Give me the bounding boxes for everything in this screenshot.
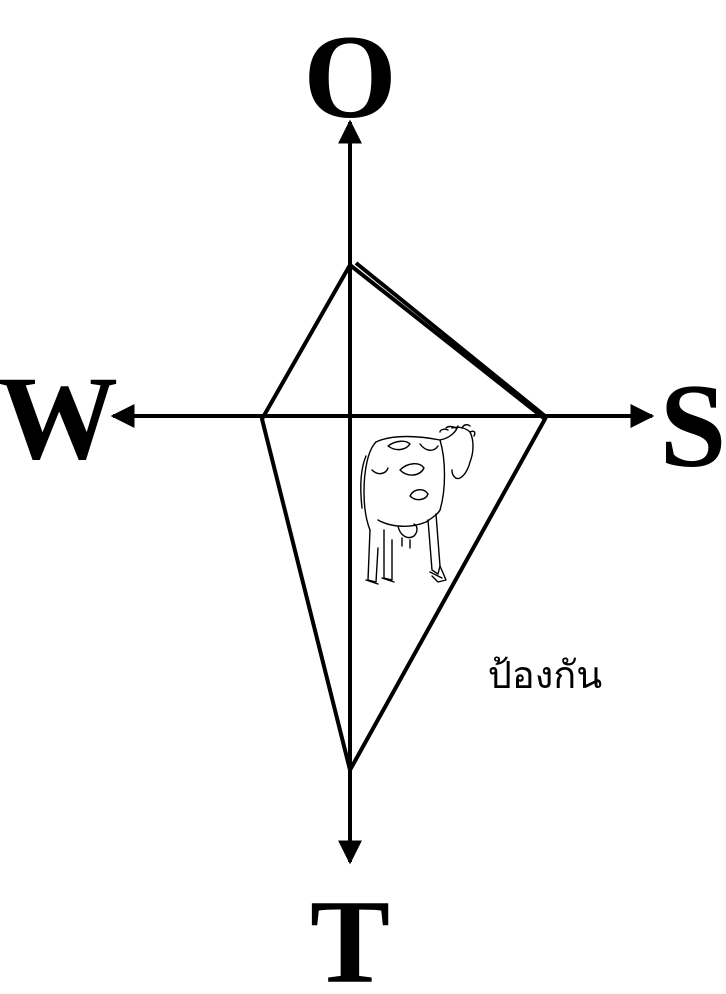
caption-protect: ป้องกัน: [488, 653, 603, 697]
cow-icon: [361, 425, 475, 584]
label-bottom: T: [310, 875, 390, 994]
label-top: O: [303, 10, 396, 143]
kite-top-edge: [356, 263, 545, 416]
label-right: S: [660, 359, 726, 492]
label-left: W: [0, 351, 118, 484]
